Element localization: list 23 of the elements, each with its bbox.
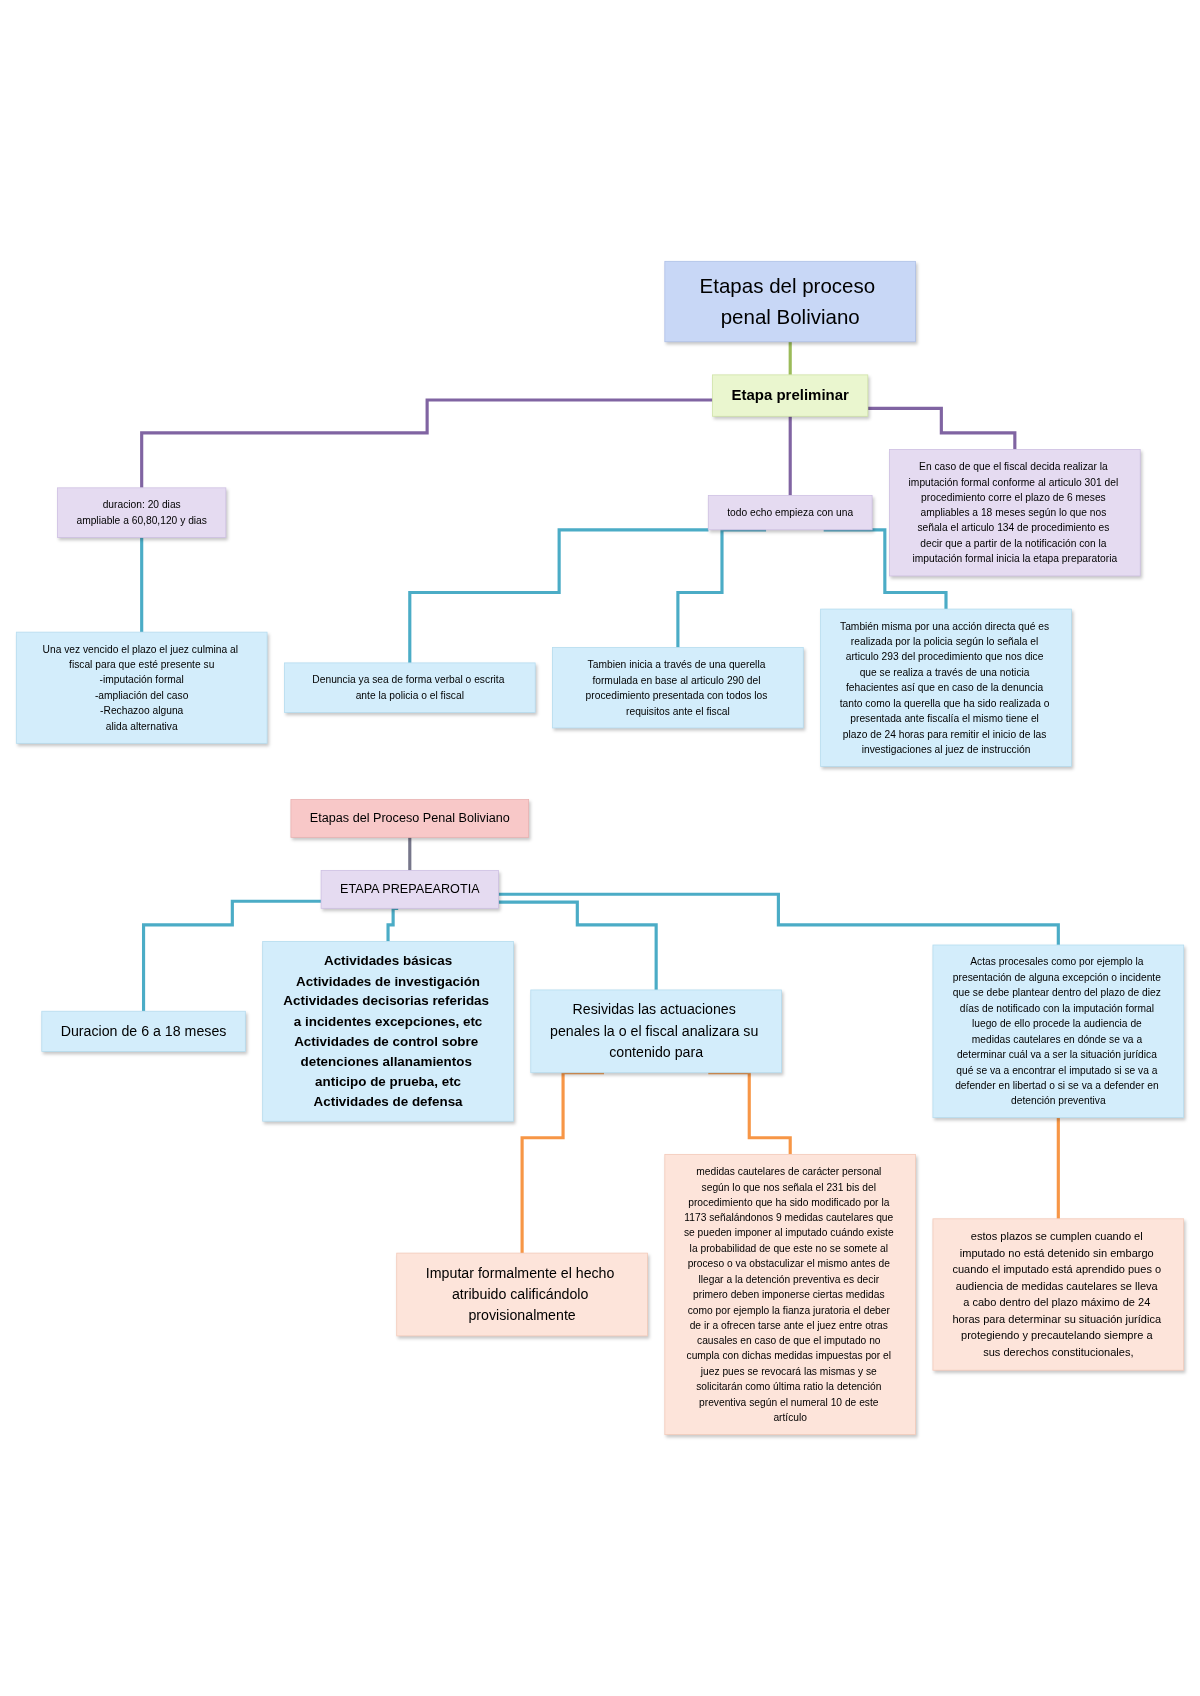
node-box: Actividades básicas Actividades de investigación Actividades decisorias referidas a incidentes excepciones, etc Actividades de control sobre detenciones allanamientos anticipo de prueba, etc Actividades de defensa: [262, 941, 514, 1122]
connector: [520, 1071, 605, 1255]
node-box: medidas cautelares de carácter personal según lo que nos señala el 231 bis del procedimiento que ha sido modificado por la 1173 señalándonos 9 medidas cautelares que se pueden imponer al imputado cuándo existe la probabilidad de que este no se somete al proceso o va obstaculizar el mismo antes de llegar a la detención preventiva es decir primero deben imponerse ciertas medidas como por ejemplo la fianza juratoria el deber de ir a ofrecen tarse ante el juez entre otras causales en caso de que el imputado no cumpla con dichas medidas impuestas por el juez pues se revocará las mismas y se solicitarán como última ratio la detención preventiva según el numeral 10 de este artículo: [664, 1153, 916, 1436]
node-box: Una vez vencido el plazo el juez culmina al fiscal para que esté presente su -imputación formal -ampliación del caso -Rechazoo alguna alida alternativa: [15, 631, 268, 744]
node-box: ETAPA PREPAEAROTIA: [320, 870, 499, 909]
node-box: Etapas del proceso penal Boliviano: [664, 260, 916, 343]
node-box: Denuncia ya sea de forma verbal o escrita ante la policia o el fiscal: [284, 662, 536, 713]
node-box: También misma por una acción directa qué es realizada por la policia según lo señala el articulo 293 del procedimiento que nos dice que se realiza a través de una noticia fehacientes así que en caso de la denuncia tanto como la querella que ha sido realizada o presentada ante fiscalía el mismo tiene el plazo de 24 horas para remitir el inicio de las investigaciones al juez de instrucción: [820, 608, 1072, 767]
node-box: Resividas las actuaciones penales la o el fiscal analizara su contenido para: [530, 989, 782, 1074]
connector: [867, 406, 1017, 451]
node-box: Etapas del Proceso Penal Boliviano: [290, 799, 530, 838]
node-box: Etapa preliminar: [712, 374, 869, 417]
node-box: Actas procesales como por ejemplo la presentación de alguna excepción o incidente que se debe plantear dentro del plazo de diez días de notificado con la imputación formal luego de ello procede la audiencia de medidas cautelares en dónde se va a determinar cuál va a ser la situación jurídica qué se va a encontrar el imputado si se va a defender en libertad o si se va a defender en detención preventiva: [932, 944, 1185, 1119]
node-box: Imputar formalmente el hecho atribuido calificándolo provisionalmente: [396, 1252, 648, 1337]
node-box: duracion: 20 dias ampliable a 60,80,120 y dias: [57, 487, 227, 538]
node-box: Duracion de 6 a 18 meses: [41, 1010, 246, 1052]
node-box: En caso de que el fiscal decida realizar la imputación formal conforme al articulo 301 del procedimiento corre el plazo de 6 meses ampliables a 18 meses según lo que nos señala el articulo 134 de procedimiento es decir que a partir de la notificación con la imputación formal inicia la etapa preparatoria: [889, 449, 1141, 577]
node-box: Tambien inicia a través de una querella formulada en base al articulo 290 del procedimiento presentada con todos los requisitos ante el fiscal: [552, 647, 804, 729]
node-box: todo echo empieza con una: [707, 495, 873, 531]
connector: [823, 528, 948, 611]
node-box: estos plazos se cumplen cuando el imputado no está detenido sin embargo cuando el imputado está aprendido pues o audiencia de medidas cautelares se lleva a cabo dentro del plazo máximo de 24 horas para determinar su situación jurídica protegiendo y precautelando siempre a sus derechos constitucionales,: [932, 1218, 1185, 1371]
connector: [142, 899, 322, 1013]
connector: [708, 1071, 792, 1156]
